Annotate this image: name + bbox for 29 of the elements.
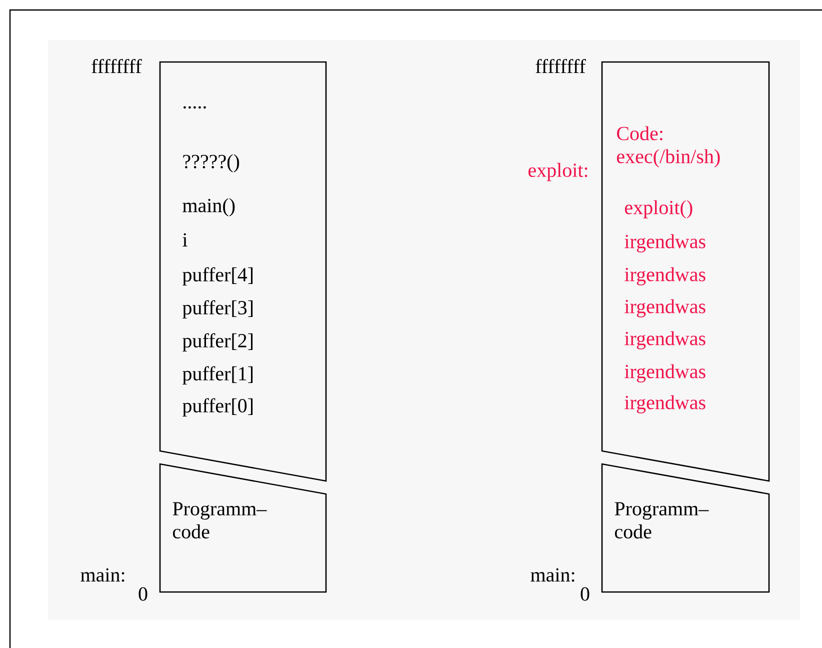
memory-entry: puffer[4] xyxy=(182,267,253,286)
memory-entry: Programm– code xyxy=(614,502,709,538)
address-label: ffffffff xyxy=(536,58,586,74)
memory-entry: irgendwas xyxy=(624,331,706,350)
memory-entry: puffer[3] xyxy=(182,300,253,319)
address-label: main: xyxy=(80,568,124,582)
memory-stack xyxy=(159,61,327,482)
memory-stack xyxy=(601,61,770,482)
memory-entry: irgendwas xyxy=(624,395,706,414)
address-label: main: xyxy=(530,568,574,582)
memory-entry: irgendwas xyxy=(624,364,706,382)
memory-entry: main() xyxy=(182,198,235,216)
code-segment xyxy=(601,463,770,593)
memory-entry: irgendwas xyxy=(624,234,706,252)
memory-entry: Programm– code xyxy=(172,502,267,538)
memory-entry: irgendwas xyxy=(624,299,706,318)
memory-entry: puffer[0] xyxy=(182,398,253,417)
code-segment xyxy=(159,463,327,593)
memory-entry: i xyxy=(182,233,188,246)
memory-entry: ..... xyxy=(184,106,206,109)
memory-entry: irgendwas xyxy=(624,267,706,286)
address-label: 0 xyxy=(138,587,148,601)
memory-entry: puffer[1] xyxy=(182,366,253,385)
memory-entry: Code: exec(/bin/sh) xyxy=(617,126,720,168)
memory-entry: exploit() xyxy=(625,200,692,218)
address-label: ffffffff xyxy=(92,58,142,74)
memory-entry: puffer[2] xyxy=(182,333,253,352)
memory-entry: ?????() xyxy=(183,154,240,172)
address-label: 0 xyxy=(580,587,590,601)
